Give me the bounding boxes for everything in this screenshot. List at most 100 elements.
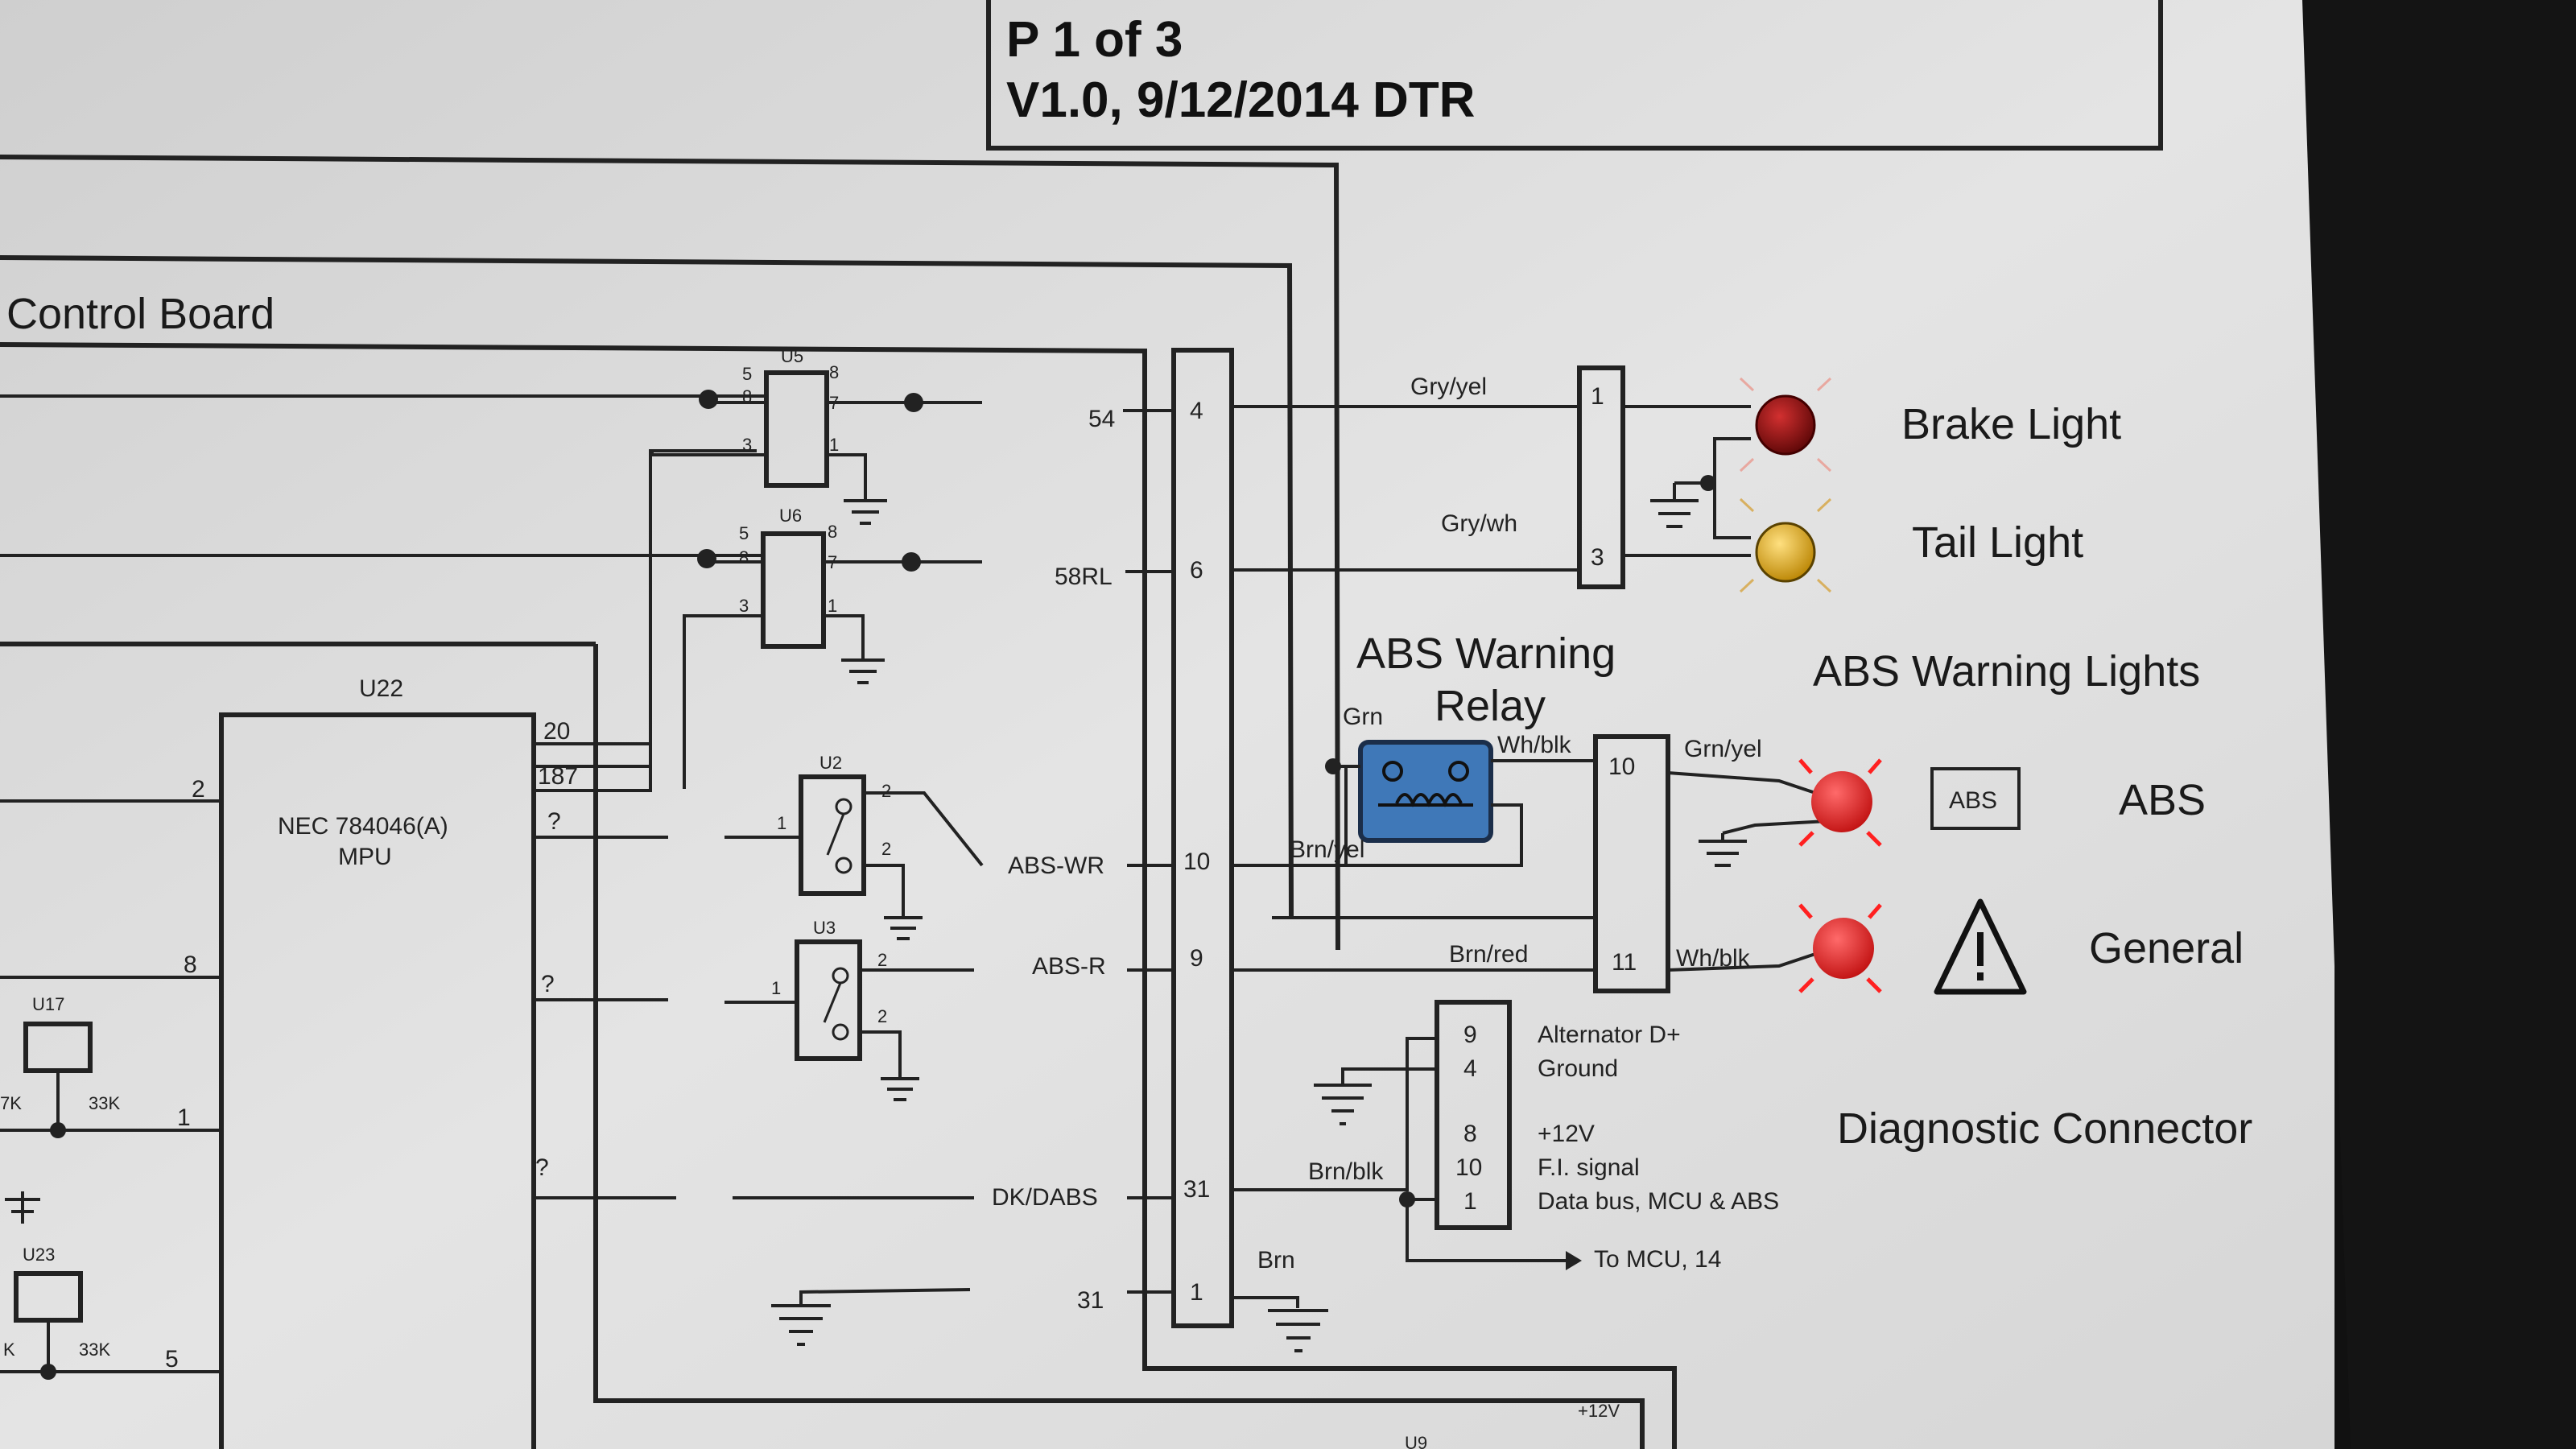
signal-dk-dabs: DK/DABS — [992, 1184, 1098, 1211]
u6-driver: U6 5 8 8 7 3 1 — [0, 506, 982, 789]
svg-text:8: 8 — [828, 522, 837, 542]
res-33k-a: 33K — [89, 1093, 120, 1113]
svg-text:8: 8 — [739, 547, 749, 568]
main-pin-6: 1 — [1190, 1279, 1203, 1306]
diag-connector-title: Diagnostic Connector — [1837, 1104, 2252, 1153]
diagnostic-connector: 9 4 8 10 1 Alternator D+ Ground +12V F.I… — [1314, 1000, 1779, 1270]
svg-text:1: 1 — [828, 596, 837, 616]
res-7k: 7K — [0, 1093, 22, 1113]
diag-pin-10: 10 — [1455, 1154, 1482, 1181]
general-warning-lamp — [1798, 903, 1882, 993]
u2-label: U2 — [819, 753, 842, 773]
u5-label: U5 — [781, 346, 803, 366]
diag-desc-4: Ground — [1538, 1055, 1618, 1082]
mpu-pin-q1: ? — [547, 808, 561, 835]
wire-gry-wh: Gry/wh — [1441, 510, 1517, 537]
res-k: K — [3, 1340, 15, 1360]
u2-switch: U2 1 2 2 — [724, 753, 984, 940]
main-pin-2: 6 — [1190, 557, 1203, 584]
mpu-name: MPU — [338, 844, 392, 870]
relay-title-line2: Relay — [1435, 682, 1546, 730]
main-pin-3: 10 — [1183, 848, 1210, 875]
u23-part: U23 K 33K — [0, 1245, 110, 1380]
svg-text:3: 3 — [742, 435, 752, 455]
svg-text:8: 8 — [742, 386, 752, 407]
svg-text:1: 1 — [829, 435, 839, 455]
mpu-pin-2: 2 — [192, 776, 205, 803]
svg-text:3: 3 — [739, 596, 749, 616]
wire-wh-blk: Wh/blk — [1676, 945, 1751, 972]
u22-label: U22 — [359, 675, 403, 702]
mpu-pin-8: 8 — [184, 952, 197, 978]
svg-text:8: 8 — [829, 362, 839, 382]
mpu-pin-20: 20 — [543, 718, 570, 745]
brake-light-label: Brake Light — [1901, 400, 2121, 448]
lights-pin-3: 3 — [1591, 544, 1604, 571]
main-pin-5: 31 — [1183, 1176, 1210, 1203]
wire-grn-yel: Grn/yel — [1684, 736, 1762, 762]
diag-desc-8: +12V — [1538, 1121, 1595, 1147]
res-33k-b: 33K — [79, 1340, 110, 1360]
diag-pin-4: 4 — [1463, 1055, 1477, 1082]
pin-54: 54 — [1088, 406, 1115, 432]
svg-text:2: 2 — [881, 839, 891, 859]
wire-wh-blk-relay: Wh/blk — [1497, 732, 1572, 758]
mpu-u22: U22 NEC 784046(A) MPU — [219, 675, 536, 1449]
title-page: P 1 of 3 — [1006, 12, 1183, 68]
u17-label: U17 — [32, 994, 64, 1014]
abs-badge: ABS — [1930, 767, 2021, 830]
to-mcu-label: To MCU, 14 — [1594, 1246, 1721, 1273]
title-block: P 1 of 3 V1.0, 9/12/2014 DTR — [986, 0, 2163, 151]
diag-pin-9: 9 — [1463, 1022, 1477, 1048]
svg-text:2: 2 — [881, 781, 891, 801]
brake-light — [1739, 377, 1832, 473]
wire-brn-blk: Brn/blk — [1308, 1158, 1384, 1185]
lights-connector: 1 3 — [1577, 365, 1751, 589]
signal-12v: +12V — [1578, 1401, 1620, 1421]
mpu-pin-187: 187 — [538, 763, 578, 790]
abs-badge-text: ABS — [1949, 787, 1997, 814]
tail-light-label: Tail Light — [1912, 518, 2083, 567]
u6-label: U6 — [779, 506, 802, 526]
wire-brn: Brn — [1257, 1247, 1295, 1274]
svg-text:7: 7 — [828, 552, 837, 572]
wire-gry-yel: Gry/yel — [1410, 374, 1487, 400]
wire-brn-yel: Brn/yel — [1290, 836, 1364, 863]
diag-desc-9: Alternator D+ — [1538, 1022, 1681, 1048]
tail-light — [1739, 497, 1832, 593]
u9-label: U9 — [1405, 1433, 1427, 1449]
title-version: V1.0, 9/12/2014 DTR — [1006, 72, 1475, 128]
mpu-part: NEC 784046(A) — [278, 813, 448, 840]
svg-text:2: 2 — [877, 950, 887, 970]
u5-driver: U5 5 8 8 7 3 1 — [0, 346, 982, 525]
abs-lamp-label: ABS — [2119, 776, 2206, 824]
warning-connector: 10 11 — [1272, 734, 1828, 993]
u23-label: U23 — [23, 1245, 55, 1265]
u17-part: U17 7K 33K — [0, 994, 120, 1224]
warning-pin-10: 10 — [1608, 753, 1635, 780]
screen-bezel — [2302, 0, 2576, 1449]
ground-31 — [771, 1288, 971, 1346]
diag-pin-1: 1 — [1463, 1188, 1477, 1215]
lights-pin-1: 1 — [1591, 383, 1604, 410]
general-lamp-label: General — [2089, 924, 2244, 972]
board-border-lines — [0, 155, 1677, 1449]
u3-switch: U3 1 2 2 — [724, 918, 974, 1101]
wire-grn: Grn — [1343, 704, 1383, 730]
main-pin-1: 4 — [1190, 398, 1203, 424]
abs-warning-relay — [1358, 740, 1493, 843]
main-pin-4: 9 — [1190, 945, 1203, 972]
paper — [0, 0, 2334, 1449]
svg-text:1: 1 — [771, 978, 781, 998]
svg-text:7: 7 — [829, 393, 839, 413]
control-board-label: Control Board — [6, 290, 275, 338]
relay-wires — [1304, 758, 1596, 867]
pin-31: 31 — [1077, 1287, 1104, 1314]
wire-brn-red: Brn/red — [1449, 941, 1528, 968]
diag-pin-8: 8 — [1463, 1121, 1477, 1147]
abs-warning-lamp — [1798, 758, 1882, 847]
mpu-pin-q2: ? — [541, 971, 555, 997]
u3-label: U3 — [813, 918, 836, 938]
diag-desc-10: F.I. signal — [1538, 1154, 1640, 1181]
